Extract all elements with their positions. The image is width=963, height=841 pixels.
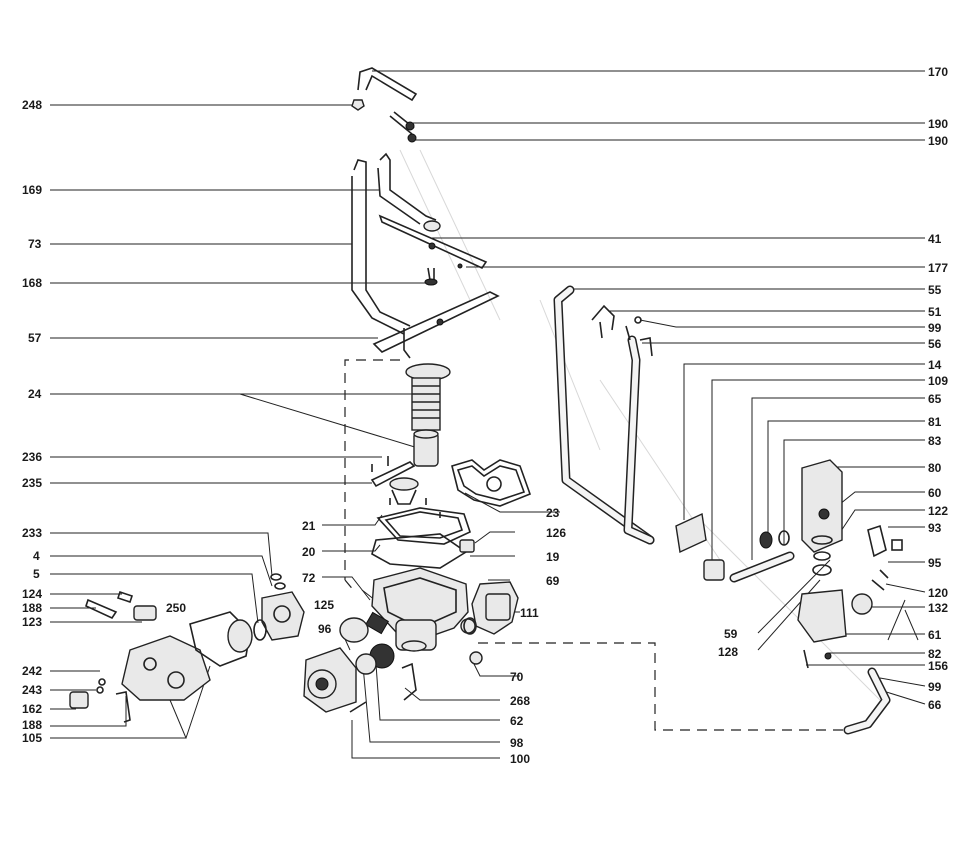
label-250: 250 — [166, 601, 187, 615]
label-66: 66 — [928, 698, 942, 712]
label-99-bottom: 99 — [928, 680, 942, 694]
leader-lines-left — [50, 104, 428, 739]
leader-lines-center — [322, 492, 560, 759]
label-100: 100 — [510, 752, 531, 766]
label-5: 5 — [33, 567, 40, 581]
label-248: 248 — [22, 98, 43, 112]
label-168: 168 — [22, 276, 43, 290]
label-24: 24 — [28, 387, 42, 401]
upper-spray-pipe — [351, 67, 500, 359]
filter-assembly — [405, 363, 451, 467]
label-233: 233 — [22, 526, 43, 540]
label-188-top: 188 — [22, 601, 43, 615]
label-123: 123 — [22, 615, 43, 629]
label-105: 105 — [22, 731, 43, 745]
dashed-lines — [344, 359, 845, 731]
label-128: 128 — [718, 645, 739, 659]
label-56: 56 — [928, 337, 942, 351]
label-243: 243 — [22, 683, 43, 697]
label-4: 4 — [33, 549, 40, 563]
label-170: 170 — [928, 65, 949, 79]
label-70: 70 — [510, 670, 524, 684]
label-93: 93 — [928, 521, 942, 535]
label-120: 120 — [928, 586, 949, 600]
gasket-23 — [451, 459, 532, 507]
label-41: 41 — [928, 232, 942, 246]
label-60: 60 — [928, 486, 942, 500]
label-81: 81 — [928, 415, 942, 429]
label-98: 98 — [510, 736, 524, 750]
label-177: 177 — [928, 261, 949, 275]
label-188-bottom: 188 — [22, 718, 43, 732]
label-162: 162 — [22, 702, 43, 716]
label-20: 20 — [302, 545, 316, 559]
label-190-bottom: 190 — [928, 134, 949, 148]
label-73: 73 — [28, 237, 42, 251]
label-21: 21 — [302, 519, 316, 533]
label-109: 109 — [928, 374, 949, 388]
label-72: 72 — [302, 571, 316, 585]
label-124: 124 — [22, 587, 43, 601]
label-69: 69 — [546, 574, 560, 588]
circulation-motor — [303, 617, 395, 713]
label-235: 235 — [22, 476, 43, 490]
drain-pump — [463, 581, 519, 635]
label-61: 61 — [928, 628, 942, 642]
label-156: 156 — [928, 659, 949, 673]
label-132: 132 — [928, 601, 949, 615]
label-55: 55 — [928, 283, 942, 297]
label-19: 19 — [546, 550, 560, 564]
label-59: 59 — [724, 627, 738, 641]
label-99-top: 99 — [928, 321, 942, 335]
label-169: 169 — [22, 183, 43, 197]
label-242: 242 — [22, 664, 43, 678]
label-125: 125 — [314, 598, 335, 612]
label-51: 51 — [928, 305, 942, 319]
label-190-top: 190 — [928, 117, 949, 131]
label-57: 57 — [28, 331, 42, 345]
label-126: 126 — [546, 526, 567, 540]
label-82: 82 — [928, 647, 942, 661]
label-95: 95 — [928, 556, 942, 570]
water-valve-assembly — [69, 573, 305, 723]
label-122: 122 — [928, 504, 949, 518]
label-236: 236 — [22, 450, 43, 464]
label-96: 96 — [318, 622, 332, 636]
label-65: 65 — [928, 392, 942, 406]
seals — [371, 507, 475, 569]
label-80: 80 — [928, 461, 942, 475]
cap-and-screws — [370, 456, 441, 518]
label-83: 83 — [928, 434, 942, 448]
leader-lines-right — [372, 70, 926, 705]
label-14: 14 — [928, 358, 942, 372]
label-62: 62 — [510, 714, 524, 728]
label-23: 23 — [546, 506, 560, 520]
label-268: 268 — [510, 694, 531, 708]
label-111: 111 — [520, 606, 539, 620]
hoses-and-pipes — [553, 285, 903, 735]
sump-body — [365, 567, 483, 701]
